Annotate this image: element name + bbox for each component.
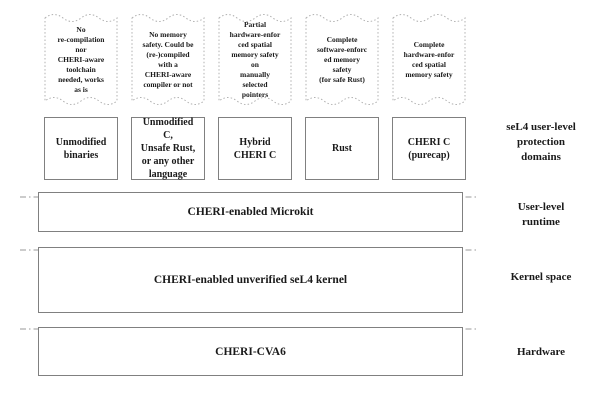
layer-separator-user-runtime	[20, 185, 478, 198]
domain-box-cheri-c-purecap: CHERI C (purecap)	[392, 117, 466, 180]
side-label-protection-domains: seL4 user-level protection domains	[506, 121, 576, 163]
annotation-note-hybrid-cheri-c: Partial hardware-enfor ced spatial memor…	[218, 10, 292, 109]
layer-box-cheri-cva6: CHERI-CVA6	[38, 327, 463, 376]
annotation-note-cheri-c-purecap: Complete hardware-enfor ced spatial memo…	[392, 10, 466, 109]
tape-shape-icon	[131, 14, 205, 105]
annotation-note-unmodified-c: No memory safety. Could be (re-)compiled…	[131, 10, 205, 109]
side-label-user-level-runtime: User-level runtime	[517, 201, 565, 228]
domain-box-unmodified-binaries: Unmodified binaries	[44, 117, 118, 180]
layer-separator-runtime-kernel	[20, 238, 478, 251]
annotation-text: No memory safety. Could be (re-)compiled…	[142, 29, 194, 89]
side-label-kernel-space: Kernel space	[510, 271, 572, 283]
tape-shape-icon	[218, 14, 292, 105]
tape-shape-icon	[44, 14, 118, 105]
layer-box-sel4-kernel: CHERI-enabled unverified seL4 kernel	[38, 247, 463, 313]
domain-box-rust: Rust	[305, 117, 379, 180]
annotation-text: Complete hardware-enfor ced spatial memo…	[403, 39, 455, 79]
annotation-text: No re-compilation nor CHERI-aware toolch…	[57, 24, 105, 94]
side-label-hardware: Hardware	[516, 346, 566, 358]
domain-box-hybrid-cheri-c: Hybrid CHERI C	[218, 117, 292, 180]
layer-box-microkit: CHERI-enabled Microkit	[38, 192, 463, 232]
annotation-note-rust: Complete software-enforc ed memory safet…	[305, 10, 379, 109]
annotation-text: Partial hardware-enfor ced spatial memor…	[229, 19, 281, 99]
annotation-note-unmodified-binaries: No re-compilation nor CHERI-aware toolch…	[44, 10, 118, 109]
tape-shape-icon	[305, 14, 379, 105]
domain-box-unmodified-c: Unmodified C, Unsafe Rust, or any other …	[131, 117, 205, 180]
annotation-text: Complete software-enforc ed memory safet…	[316, 34, 368, 84]
tape-shape-icon	[392, 14, 466, 105]
layer-separator-kernel-hardware	[20, 317, 478, 330]
